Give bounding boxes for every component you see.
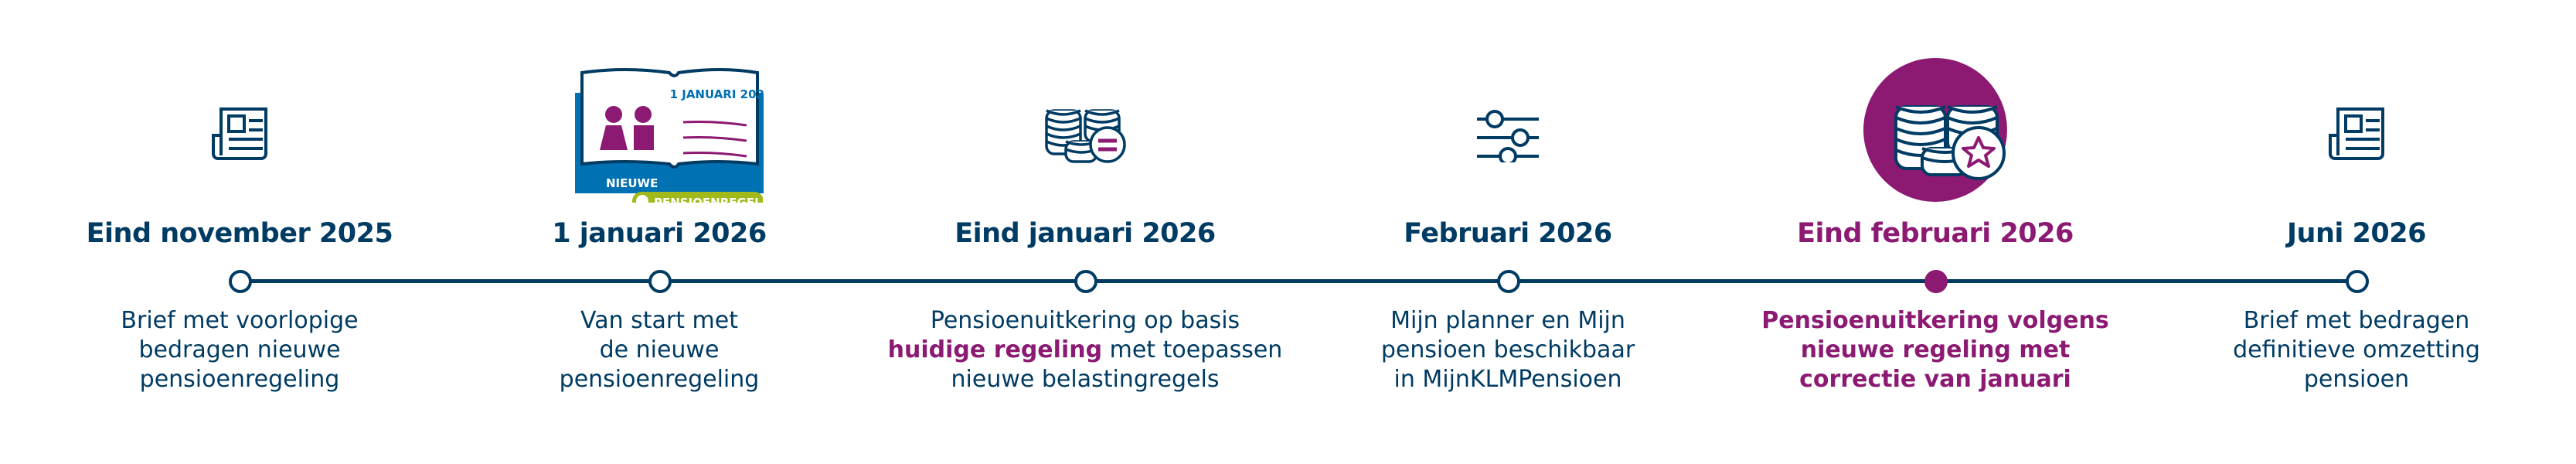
coins-equal-icon (1045, 109, 1126, 163)
milestone-jun-2026: Juni 2026 Brief met bedragen definitieve… (2140, 0, 2573, 464)
milestone-description: Van start met de nieuwe pensioenregeling (443, 306, 876, 394)
desc-line: correctie van januari (1799, 366, 2071, 393)
book-bottom-label: PENSIOENREGELING (654, 196, 764, 203)
desc-line: pensioenregeling (559, 366, 760, 393)
milestone-description: Pensioenuitkering op basis huidige regel… (869, 306, 1302, 394)
sliders-icon (1477, 110, 1539, 162)
newspaper-icon (2329, 107, 2384, 160)
desc-line: Van start met (580, 307, 738, 334)
milestone-date: 1 januari 2026 (552, 218, 767, 249)
desc-line: nieuwe regeling met (1800, 336, 2071, 363)
book-date: 1 JANUARI 2026 (670, 87, 764, 101)
desc-line: Pensioenuitkering volgens (1761, 307, 2109, 334)
highlight-text: huidige regeling (887, 336, 1103, 363)
desc-line: de nieuwe (599, 336, 720, 363)
milestone-date: Eind november 2025 (86, 218, 393, 249)
desc-text: met toepassen (1102, 336, 1283, 363)
milestone-description: Brief met bedragen definitieve omzetting… (2140, 306, 2573, 394)
desc-line: Pensioenuitkering op basis (930, 307, 1240, 334)
desc-line: pensioenregeling (139, 366, 340, 393)
milestone-feb-2026: Februari 2026 Mijn planner en Mijn pensi… (1291, 0, 1724, 464)
desc-line: definitieve omzetting (2233, 336, 2480, 363)
coins-star-icon (1863, 58, 2007, 202)
timeline-dot (648, 270, 672, 293)
milestone-jan-2026: 1 JANUARI 2026 NIEUWE PENSIOENREGELING 1… (443, 0, 876, 464)
book-top-label: NIEUWE (606, 176, 658, 190)
timeline-dot (1074, 270, 1097, 293)
desc-line: Mijn planner en Mijn (1390, 307, 1625, 334)
desc-line: Brief met bedragen (2243, 307, 2470, 334)
timeline-dot (229, 270, 252, 293)
newspaper-icon (212, 107, 267, 160)
milestone-description: Mijn planner en Mijn pensioen beschikbaa… (1291, 306, 1724, 394)
milestone-date: Eind januari 2026 (955, 218, 1216, 249)
milestone-nov-2025: Eind november 2025 Brief met voorlopige … (23, 0, 456, 464)
book-icon: 1 JANUARI 2026 NIEUWE PENSIOENREGELING (575, 68, 764, 203)
milestone-description: Pensioenuitkering volgens nieuwe regelin… (1719, 306, 2152, 394)
desc-line: pensioen (2303, 366, 2410, 393)
desc-line: huidige regeling met toepassen (869, 336, 1302, 365)
milestone-date: Juni 2026 (2287, 218, 2426, 249)
desc-line: Brief met voorlopige (121, 307, 359, 334)
milestone-date: Februari 2026 (1404, 218, 1612, 249)
timeline-dot (1497, 270, 1520, 293)
desc-line: bedragen nieuwe (138, 336, 341, 363)
desc-line: nieuwe belastingregels (951, 366, 1220, 393)
milestone-end-jan-2026: Eind januari 2026 Pensioenuitkering op b… (869, 0, 1302, 464)
timeline-dot-active (1924, 270, 1948, 293)
milestone-end-feb-2026: Eind februari 2026 Pensioenuitkering vol… (1719, 0, 2152, 464)
milestone-description: Brief met voorlopige bedragen nieuwe pen… (23, 306, 456, 394)
timeline-line (240, 279, 2357, 283)
milestone-date: Eind februari 2026 (1797, 218, 2074, 249)
timeline-dot (2346, 270, 2369, 293)
desc-line: in MijnKLMPensioen (1393, 366, 1622, 393)
desc-line: pensioen beschikbaar (1380, 336, 1635, 363)
